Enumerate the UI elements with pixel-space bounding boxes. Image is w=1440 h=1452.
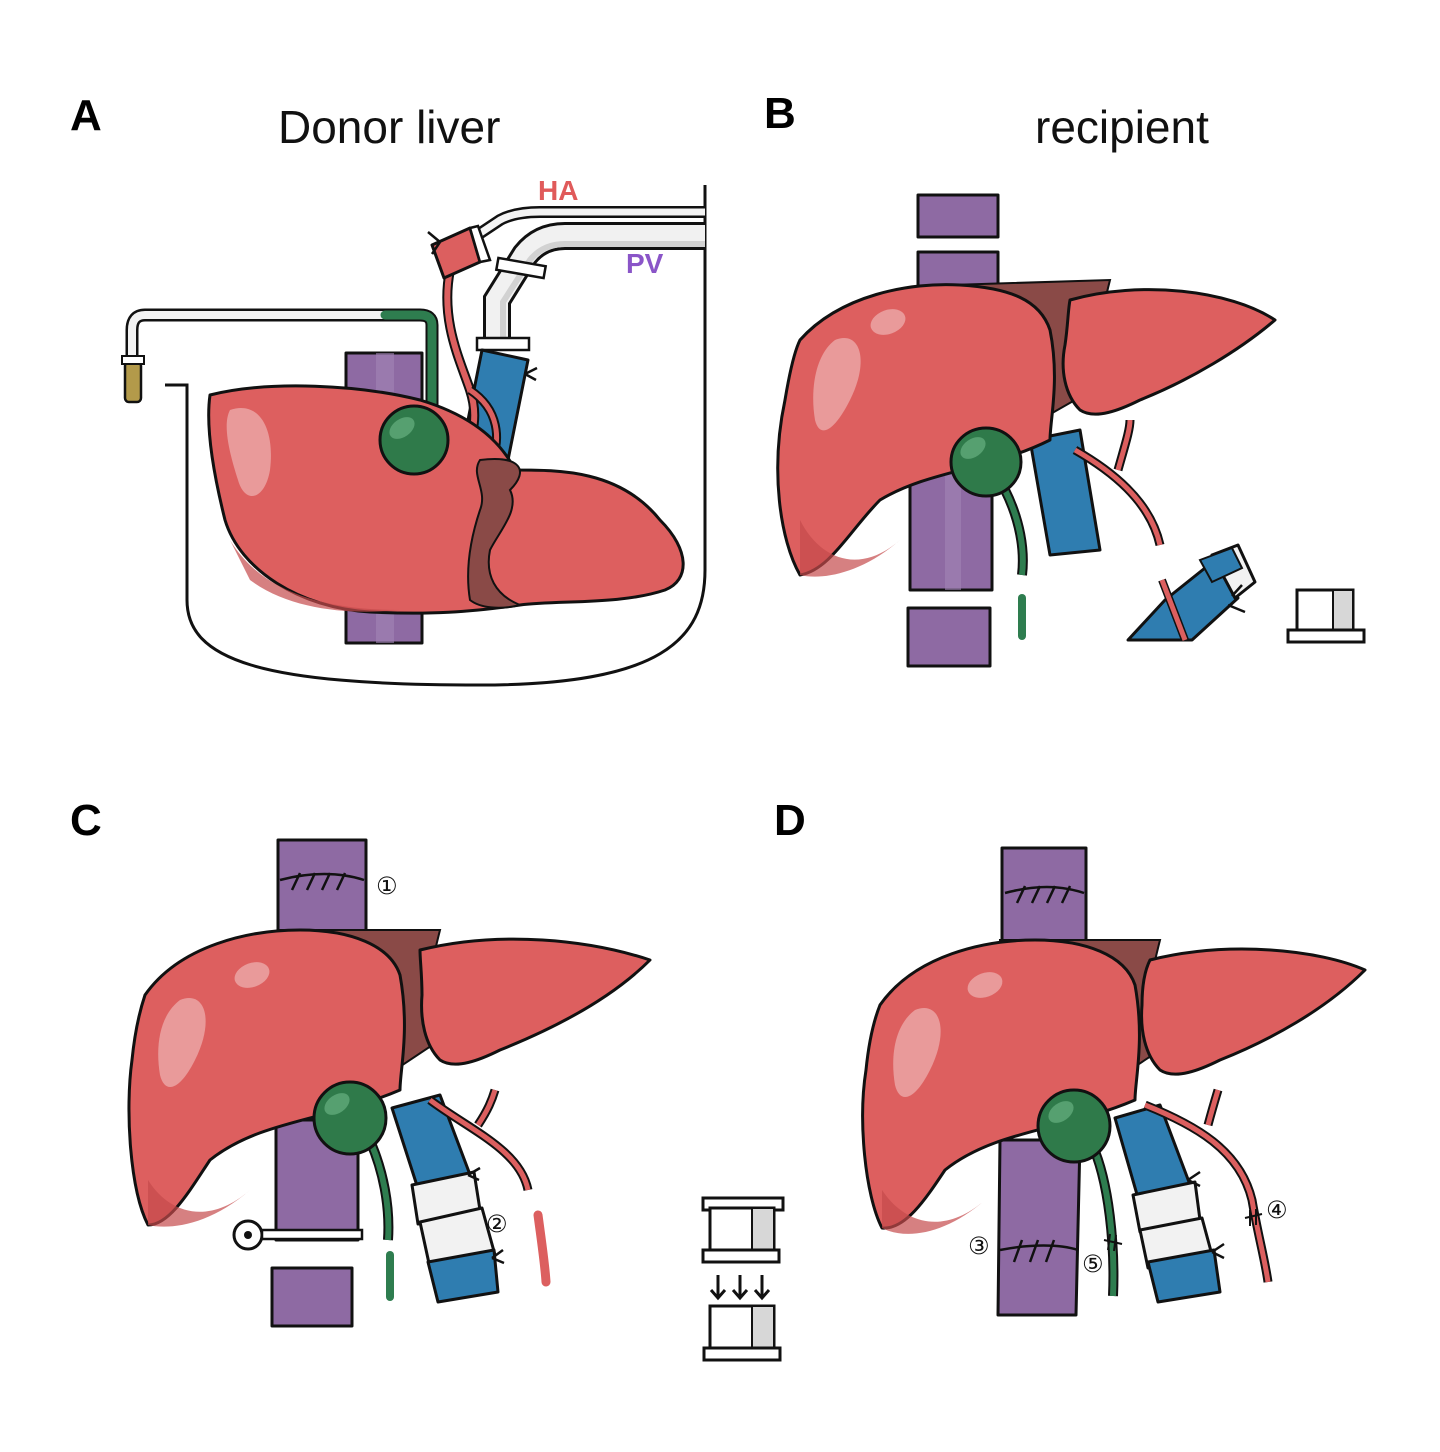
panel-d: D ③ ⑤ ④ bbox=[774, 796, 1367, 1317]
bile-collector bbox=[123, 360, 143, 404]
panel-a-letter: A bbox=[70, 91, 102, 140]
portal-vein bbox=[1028, 428, 1102, 557]
portal-vein-anastomosis bbox=[1113, 1103, 1225, 1304]
donor-liver bbox=[207, 384, 685, 615]
panel-b-title: recipient bbox=[1035, 101, 1209, 153]
step-3: ③ bbox=[968, 1232, 990, 1260]
step-5: ⑤ bbox=[1082, 1250, 1104, 1278]
step-1: ① bbox=[376, 872, 398, 900]
panel-a: A Donor liver bbox=[70, 91, 707, 687]
recipient-liver bbox=[861, 938, 1367, 1234]
step-4: ④ bbox=[1266, 1196, 1288, 1224]
gallbladder bbox=[312, 1080, 388, 1156]
cuff-device bbox=[1286, 588, 1366, 644]
portal-vein-anastomosis bbox=[390, 1093, 505, 1304]
pv-label: PV bbox=[626, 248, 664, 279]
recipient-liver bbox=[127, 928, 652, 1227]
step-2: ② bbox=[486, 1210, 508, 1238]
recipient-liver bbox=[776, 278, 1277, 577]
gallbladder bbox=[1036, 1088, 1112, 1164]
panel-c: C ① ② bbox=[70, 796, 785, 1362]
perfusion-basin bbox=[165, 185, 707, 687]
gallbladder bbox=[378, 404, 450, 476]
panel-b-letter: B bbox=[764, 89, 796, 138]
panel-a-title: Donor liver bbox=[278, 101, 500, 153]
vessel-stump-with-cuff bbox=[1126, 543, 1257, 642]
gallbladder bbox=[949, 426, 1023, 498]
ha-label: HA bbox=[538, 175, 578, 206]
cuff-insertion-diagram bbox=[701, 1196, 785, 1362]
panel-b: B recipient bbox=[764, 89, 1366, 668]
vascular-clamp bbox=[232, 1219, 364, 1251]
inferior-vena-cava bbox=[996, 846, 1088, 1317]
panel-c-letter: C bbox=[70, 796, 102, 845]
down-arrows-icon bbox=[709, 1275, 771, 1301]
panel-d-letter: D bbox=[774, 796, 806, 845]
